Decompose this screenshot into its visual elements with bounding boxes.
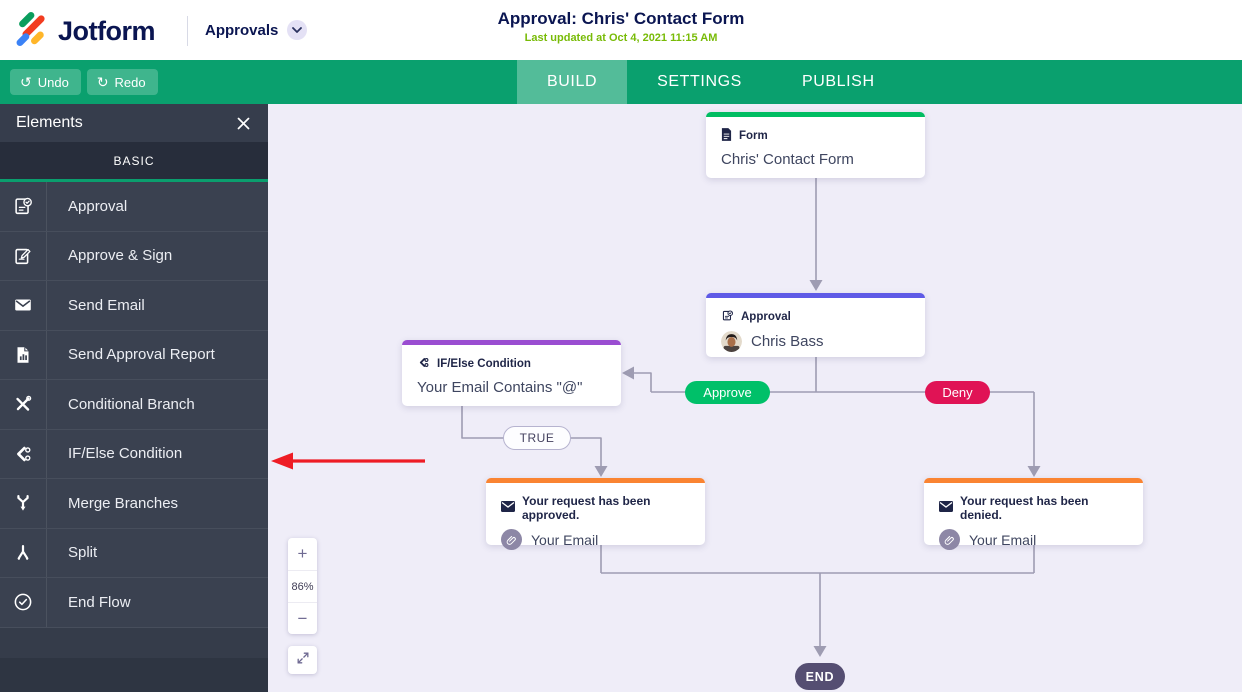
approval-clipboard-icon — [721, 309, 734, 325]
deny-branch-badge[interactable]: Deny — [925, 381, 990, 404]
end-node[interactable]: END — [795, 663, 845, 690]
form-node-title: Chris' Contact Form — [721, 151, 854, 168]
chevron-down-icon[interactable] — [287, 20, 308, 40]
assignee-name: Chris Bass — [751, 333, 824, 350]
jotform-logo[interactable]: Jotform — [14, 10, 156, 53]
section-header-basic: BASIC — [0, 142, 268, 182]
sidebar-item-conditional-branch[interactable]: Conditional Branch — [0, 380, 268, 430]
sidebar-item-approval[interactable]: Approval — [0, 182, 268, 232]
sidebar-item-label: Approval — [68, 197, 128, 215]
email-denied-subject: Your request has been denied. — [960, 494, 1089, 522]
redo-icon: ↻ — [96, 74, 109, 90]
zoom-out-button[interactable]: − — [288, 602, 317, 634]
brand-name: Jotform — [58, 16, 156, 46]
assignee-avatar — [721, 331, 742, 352]
envelope-icon — [501, 501, 515, 515]
undo-icon: ↺ — [20, 74, 32, 90]
split-icon — [0, 528, 47, 577]
email-approved-node[interactable]: Your request has been approved. Your Ema… — [486, 478, 705, 550]
sidebar-item-label: Send Email — [68, 296, 145, 314]
approve-sign-icon — [0, 231, 47, 280]
paperclip-icon — [939, 529, 960, 550]
elements-panel: Elements BASIC Approval Approve & Sign S… — [0, 104, 268, 692]
send-report-icon — [0, 330, 47, 379]
fullscreen-button[interactable] — [288, 646, 317, 674]
paperclip-icon — [501, 529, 522, 550]
if-else-branch-icon — [417, 356, 430, 372]
form-document-icon — [721, 128, 732, 144]
sidebar-item-label: End Flow — [68, 593, 131, 611]
sidebar-item-label: Split — [68, 544, 98, 562]
flow-connectors — [461, 177, 1041, 657]
approvals-menu-label: Approvals — [205, 21, 279, 39]
undo-button[interactable]: ↺ Undo — [10, 69, 81, 95]
conditional-branch-icon — [0, 380, 47, 429]
redo-label: Redo — [114, 74, 146, 90]
zoom-level: 86% — [288, 570, 317, 602]
if-else-node[interactable]: IF/Else Condition Your Email Contains "@… — [402, 340, 621, 406]
undo-label: Undo — [37, 74, 69, 90]
approve-branch-badge[interactable]: Approve — [685, 381, 770, 404]
sidebar-item-approve-sign[interactable]: Approve & Sign — [0, 231, 268, 281]
sidebar-item-label: Approve & Sign — [68, 247, 173, 265]
approval-node[interactable]: Approval Chris Bass — [706, 293, 925, 357]
end-flow-icon — [0, 578, 47, 627]
header-divider — [187, 16, 188, 46]
sidebar-footer — [0, 658, 268, 692]
redo-button[interactable]: ↻ Redo — [86, 69, 158, 95]
tab-settings[interactable]: SETTINGS — [657, 73, 742, 90]
sidebar-item-split[interactable]: Split — [0, 528, 268, 578]
approval-icon — [0, 182, 47, 231]
elements-panel-title: Elements — [16, 114, 83, 131]
email-denied-node[interactable]: Your request has been denied. Your Email — [924, 478, 1143, 550]
sidebar-item-end-flow[interactable]: End Flow — [0, 578, 268, 628]
email-approved-subject: Your request has been approved. — [522, 494, 651, 522]
sidebar-item-send-approval-report[interactable]: Send Approval Report — [0, 330, 268, 380]
main-tabs: BUILD SETTINGS PUBLISH — [517, 60, 905, 104]
send-email-icon — [0, 281, 47, 330]
envelope-icon — [939, 501, 953, 515]
if-else-node-type-label: IF/Else Condition — [437, 358, 531, 370]
merge-branches-icon — [0, 479, 47, 528]
expand-icon — [296, 651, 310, 670]
tab-publish[interactable]: PUBLISH — [801, 73, 875, 90]
sidebar-item-send-email[interactable]: Send Email — [0, 281, 268, 331]
true-branch-badge: TRUE — [503, 426, 571, 450]
form-node[interactable]: Form Chris' Contact Form — [706, 112, 925, 178]
approval-node-type-label: Approval — [741, 311, 791, 323]
if-else-node-title: Your Email Contains "@" — [417, 379, 583, 396]
email-denied-field: Your Email — [969, 531, 1037, 548]
close-icon[interactable] — [234, 114, 252, 132]
jotform-logo-icon — [14, 10, 48, 53]
approvals-menu[interactable]: Approvals — [205, 20, 308, 40]
form-node-type-label: Form — [739, 130, 768, 142]
flow-canvas[interactable]: Form Chris' Contact Form Approval Chris … — [268, 104, 1242, 692]
sidebar-empty-area — [0, 627, 268, 658]
zoom-panel: + 86% − — [288, 538, 317, 634]
zoom-in-button[interactable]: + — [297, 544, 308, 563]
sidebar-item-label: IF/Else Condition — [68, 445, 183, 463]
sidebar-item-label: Send Approval Report — [68, 346, 215, 364]
header: Jotform Approvals Approval: Chris' Conta… — [0, 0, 1242, 60]
email-approved-field: Your Email — [531, 531, 599, 548]
sidebar-item-if-else-condition[interactable]: IF/Else Condition — [0, 429, 268, 479]
sidebar-item-merge-branches[interactable]: Merge Branches — [0, 479, 268, 529]
if-else-icon — [0, 429, 47, 478]
toolbar: ↺ Undo ↻ Redo BUILD SETTINGS PUBLISH — [0, 60, 1242, 104]
tab-build[interactable]: BUILD — [517, 60, 628, 104]
sidebar-item-label: Conditional Branch — [68, 395, 195, 413]
sidebar-item-label: Merge Branches — [68, 494, 179, 512]
